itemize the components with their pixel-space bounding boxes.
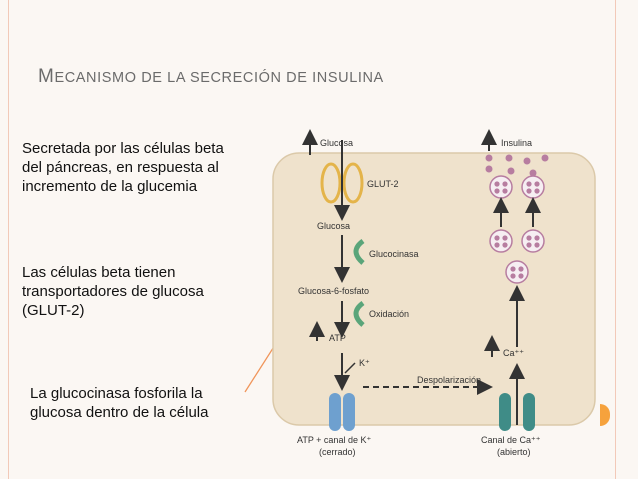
title-initial: M [38, 66, 55, 87]
slide-accent-tab [600, 404, 610, 426]
glut2-transporter [320, 162, 364, 204]
label-atp-channel-line2: (cerrado) [319, 447, 356, 457]
insulin-vesicles [489, 175, 545, 284]
ca-channel [499, 393, 535, 431]
insulin-granules-released [485, 154, 549, 177]
label-glucosa-top: Glucosa [320, 138, 353, 148]
label-atp: ATP [329, 333, 346, 343]
glucocinasa-green-arrow [353, 238, 365, 265]
slide-title: Mecanismo de la secreción de insulina [38, 66, 384, 88]
label-ca-channel-line2: (abierto) [497, 447, 531, 457]
paragraph-glucokinase: La glucocinasa fosforila la glucosa dent… [30, 385, 209, 421]
slide-border-left [8, 0, 9, 479]
title-rest: ecanismo de la secreción de insulina [54, 70, 384, 86]
label-despolarizacion: Despolarización [417, 375, 481, 385]
paragraph-secretion: Secretada por las células beta del páncr… [22, 140, 224, 195]
k-curve [344, 362, 356, 374]
label-glucosa-6-fosfato: Glucosa-6-fosfato [298, 286, 369, 296]
label-ca-channel-line1: Canal de Ca⁺⁺ [481, 435, 541, 445]
label-insulina: Insulina [501, 138, 532, 148]
atp-k-channel [329, 393, 355, 431]
paragraph-glut2: Las células beta tienen transportadores … [22, 264, 204, 319]
label-ca: Ca⁺⁺ [503, 348, 524, 358]
label-glucosa-inner: Glucosa [317, 221, 350, 231]
label-atp-channel-line1: ATP + canal de K⁺ [297, 435, 371, 445]
slide-border-right [615, 0, 616, 479]
insulin-secretion-diagram: Glucosa GLUT-2 Glucosa Glucocinasa Gluco… [272, 129, 596, 457]
label-glut2: GLUT-2 [367, 179, 399, 189]
label-k: K⁺ [359, 358, 370, 368]
oxidacion-green-arrow [353, 300, 365, 327]
beta-cell [272, 152, 596, 426]
label-glucocinasa: Glucocinasa [369, 249, 419, 259]
label-oxidacion: Oxidación [369, 309, 409, 319]
